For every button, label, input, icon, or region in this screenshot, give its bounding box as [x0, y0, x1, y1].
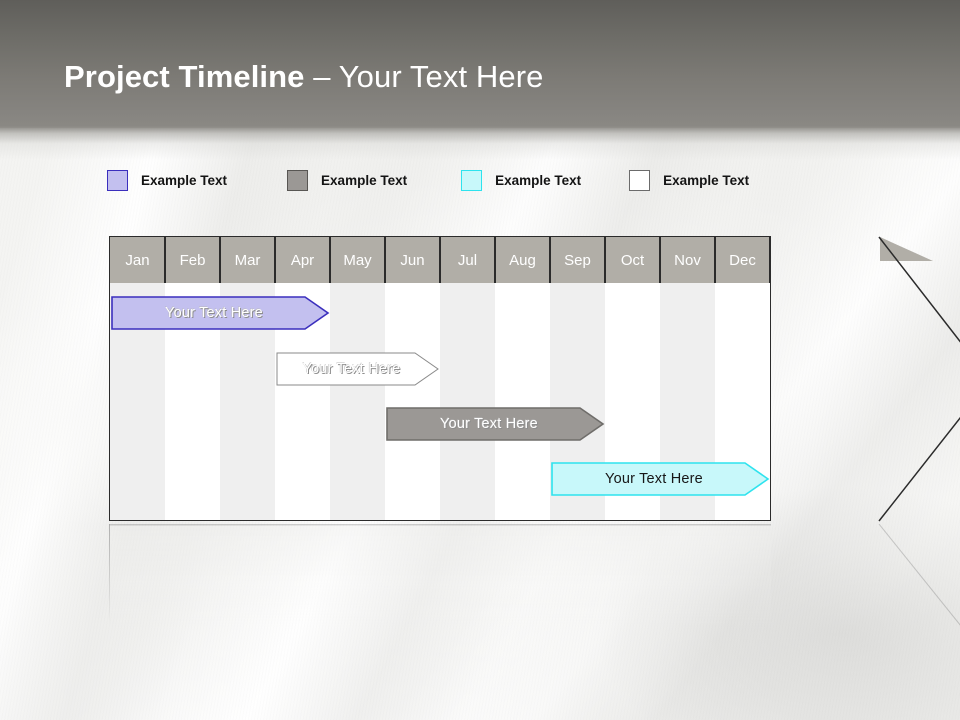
- month-header-nov[interactable]: Nov: [660, 237, 715, 283]
- timeline-grid: Jan Feb Mar Apr May Jun Jul Aug Sep Oct Nov Dec You…: [109, 236, 771, 521]
- arrowhead-outline: [878, 236, 960, 522]
- legend-label: Example Text: [495, 173, 582, 188]
- page-title: Project Timeline – Your Text Here: [64, 59, 543, 95]
- legend-label: Example Text: [141, 173, 228, 188]
- month-header-separator: [439, 237, 441, 283]
- month-header-may[interactable]: May: [330, 237, 385, 283]
- legend-item[interactable]: Example Text: [461, 170, 581, 191]
- month-header-separator: [549, 237, 551, 283]
- month-header-separator: [329, 237, 331, 283]
- month-label: Jun: [400, 251, 425, 269]
- month-label: Aug: [509, 251, 536, 269]
- month-header-feb[interactable]: Feb: [165, 237, 220, 283]
- month-header-sep[interactable]: Sep: [550, 237, 605, 283]
- month-column-jan: [110, 237, 165, 520]
- reflection-fill: [110, 526, 771, 631]
- month-label: Jul: [457, 251, 478, 269]
- month-label: Jan: [125, 251, 150, 269]
- month-label: May: [343, 251, 372, 269]
- month-header-apr[interactable]: Apr: [275, 237, 330, 283]
- month-header-separator: [219, 237, 221, 283]
- month-column-feb: [165, 237, 220, 520]
- month-header-jun[interactable]: Jun: [385, 237, 440, 283]
- month-label: Sep: [564, 251, 591, 269]
- task-bar-label: Your Text Here: [165, 305, 263, 321]
- legend-label: Example Text: [321, 173, 408, 188]
- task-bar-shape: [551, 462, 770, 496]
- month-label: Apr: [290, 251, 315, 269]
- title-band-fade: [0, 126, 960, 160]
- month-label: Feb: [179, 251, 206, 269]
- month-header-oct[interactable]: Oct: [605, 237, 660, 283]
- month-header-jul[interactable]: Jul: [440, 237, 495, 283]
- task-bar-shape: [386, 407, 605, 441]
- legend-label: Example Text: [663, 173, 750, 188]
- month-label: Mar: [234, 251, 261, 269]
- task-bar-label: Your Text Here: [440, 416, 538, 432]
- task-bar[interactable]: Your Text Here: [276, 352, 439, 386]
- legend-swatch-icon: [461, 170, 483, 191]
- month-column-jul: [440, 237, 495, 520]
- month-label: Oct: [620, 251, 645, 269]
- month-header-separator: [164, 237, 166, 283]
- legend-swatch-icon: [629, 170, 651, 191]
- chart-reflection: [109, 524, 960, 640]
- month-header-row: Jan Feb Mar Apr May Jun Jul Aug Sep Oct Nov Dec: [110, 237, 770, 283]
- task-bar[interactable]: Your Text Here: [111, 296, 330, 330]
- month-header-separator: [384, 237, 386, 283]
- month-column-mar: [220, 237, 275, 520]
- month-header-separator-end: [768, 237, 770, 283]
- legend-item[interactable]: Example Text: [107, 170, 227, 191]
- task-bar[interactable]: Your Text Here: [551, 462, 770, 496]
- task-bar-label: Your Text Here: [302, 361, 401, 377]
- task-bar[interactable]: Your Text Here: [386, 407, 605, 441]
- reflection-arrowhead: [878, 524, 960, 626]
- task-bar-label: Your Text Here: [605, 471, 703, 487]
- page-title-strong: Project Timeline: [64, 59, 305, 94]
- page-title-light: – Your Text Here: [304, 59, 544, 94]
- task-bar-shape: [276, 352, 439, 386]
- month-header-mar[interactable]: Mar: [220, 237, 275, 283]
- legend-swatch-icon: [107, 170, 128, 191]
- month-label: Dec: [729, 251, 756, 269]
- month-header-aug[interactable]: Aug: [495, 237, 550, 283]
- month-header-separator: [659, 237, 661, 283]
- legend-item[interactable]: Example Text: [629, 170, 749, 191]
- month-header-jan[interactable]: Jan: [110, 237, 165, 283]
- timeline-arrowhead: [878, 236, 960, 522]
- title-band: [0, 0, 960, 128]
- month-column-aug: [495, 237, 550, 520]
- reflection-top-edge: [109, 524, 771, 526]
- task-bar-shape: [111, 296, 330, 330]
- month-header-separator: [494, 237, 496, 283]
- gantt-chart: Jan Feb Mar Apr May Jun Jul Aug Sep Oct Nov Dec You…: [109, 236, 960, 536]
- legend: Example Text Example Text Example Text Exam…: [107, 170, 749, 191]
- month-header-separator: [274, 237, 276, 283]
- month-header-dec[interactable]: Dec: [715, 237, 770, 283]
- month-header-separator: [714, 237, 716, 283]
- month-header-separator: [604, 237, 606, 283]
- month-label: Nov: [674, 251, 701, 269]
- reflection-left-edge: [109, 524, 110, 624]
- legend-item[interactable]: Example Text: [287, 170, 407, 191]
- legend-swatch-icon: [287, 170, 309, 191]
